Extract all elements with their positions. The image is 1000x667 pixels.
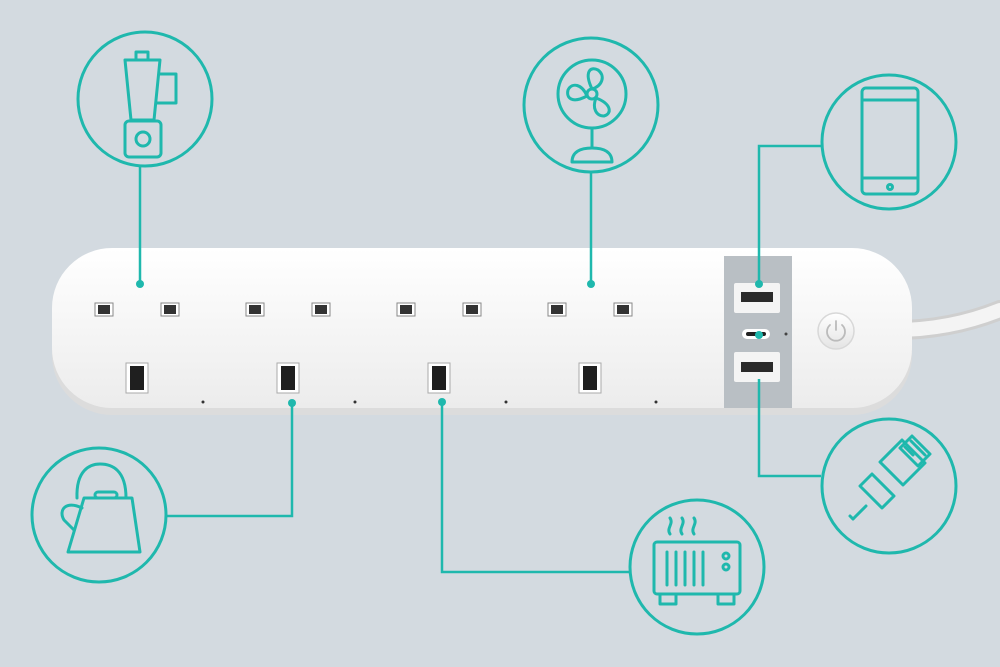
power-button[interactable] xyxy=(817,312,855,350)
connector-dots xyxy=(136,280,763,407)
socket-1[interactable] xyxy=(94,302,180,394)
connector-lines xyxy=(138,144,821,574)
smartphone-icon xyxy=(820,73,958,211)
socket-3[interactable] xyxy=(396,302,482,394)
kettle-icon xyxy=(30,446,168,584)
heater-icon xyxy=(628,498,766,636)
socket-4[interactable] xyxy=(547,302,633,394)
indicator-dots xyxy=(201,400,658,404)
charging-cable-icon xyxy=(820,417,958,555)
socket-2[interactable] xyxy=(245,302,331,394)
blender-icon xyxy=(76,30,214,168)
fan-icon xyxy=(522,36,660,174)
power-strip-body xyxy=(52,248,912,415)
